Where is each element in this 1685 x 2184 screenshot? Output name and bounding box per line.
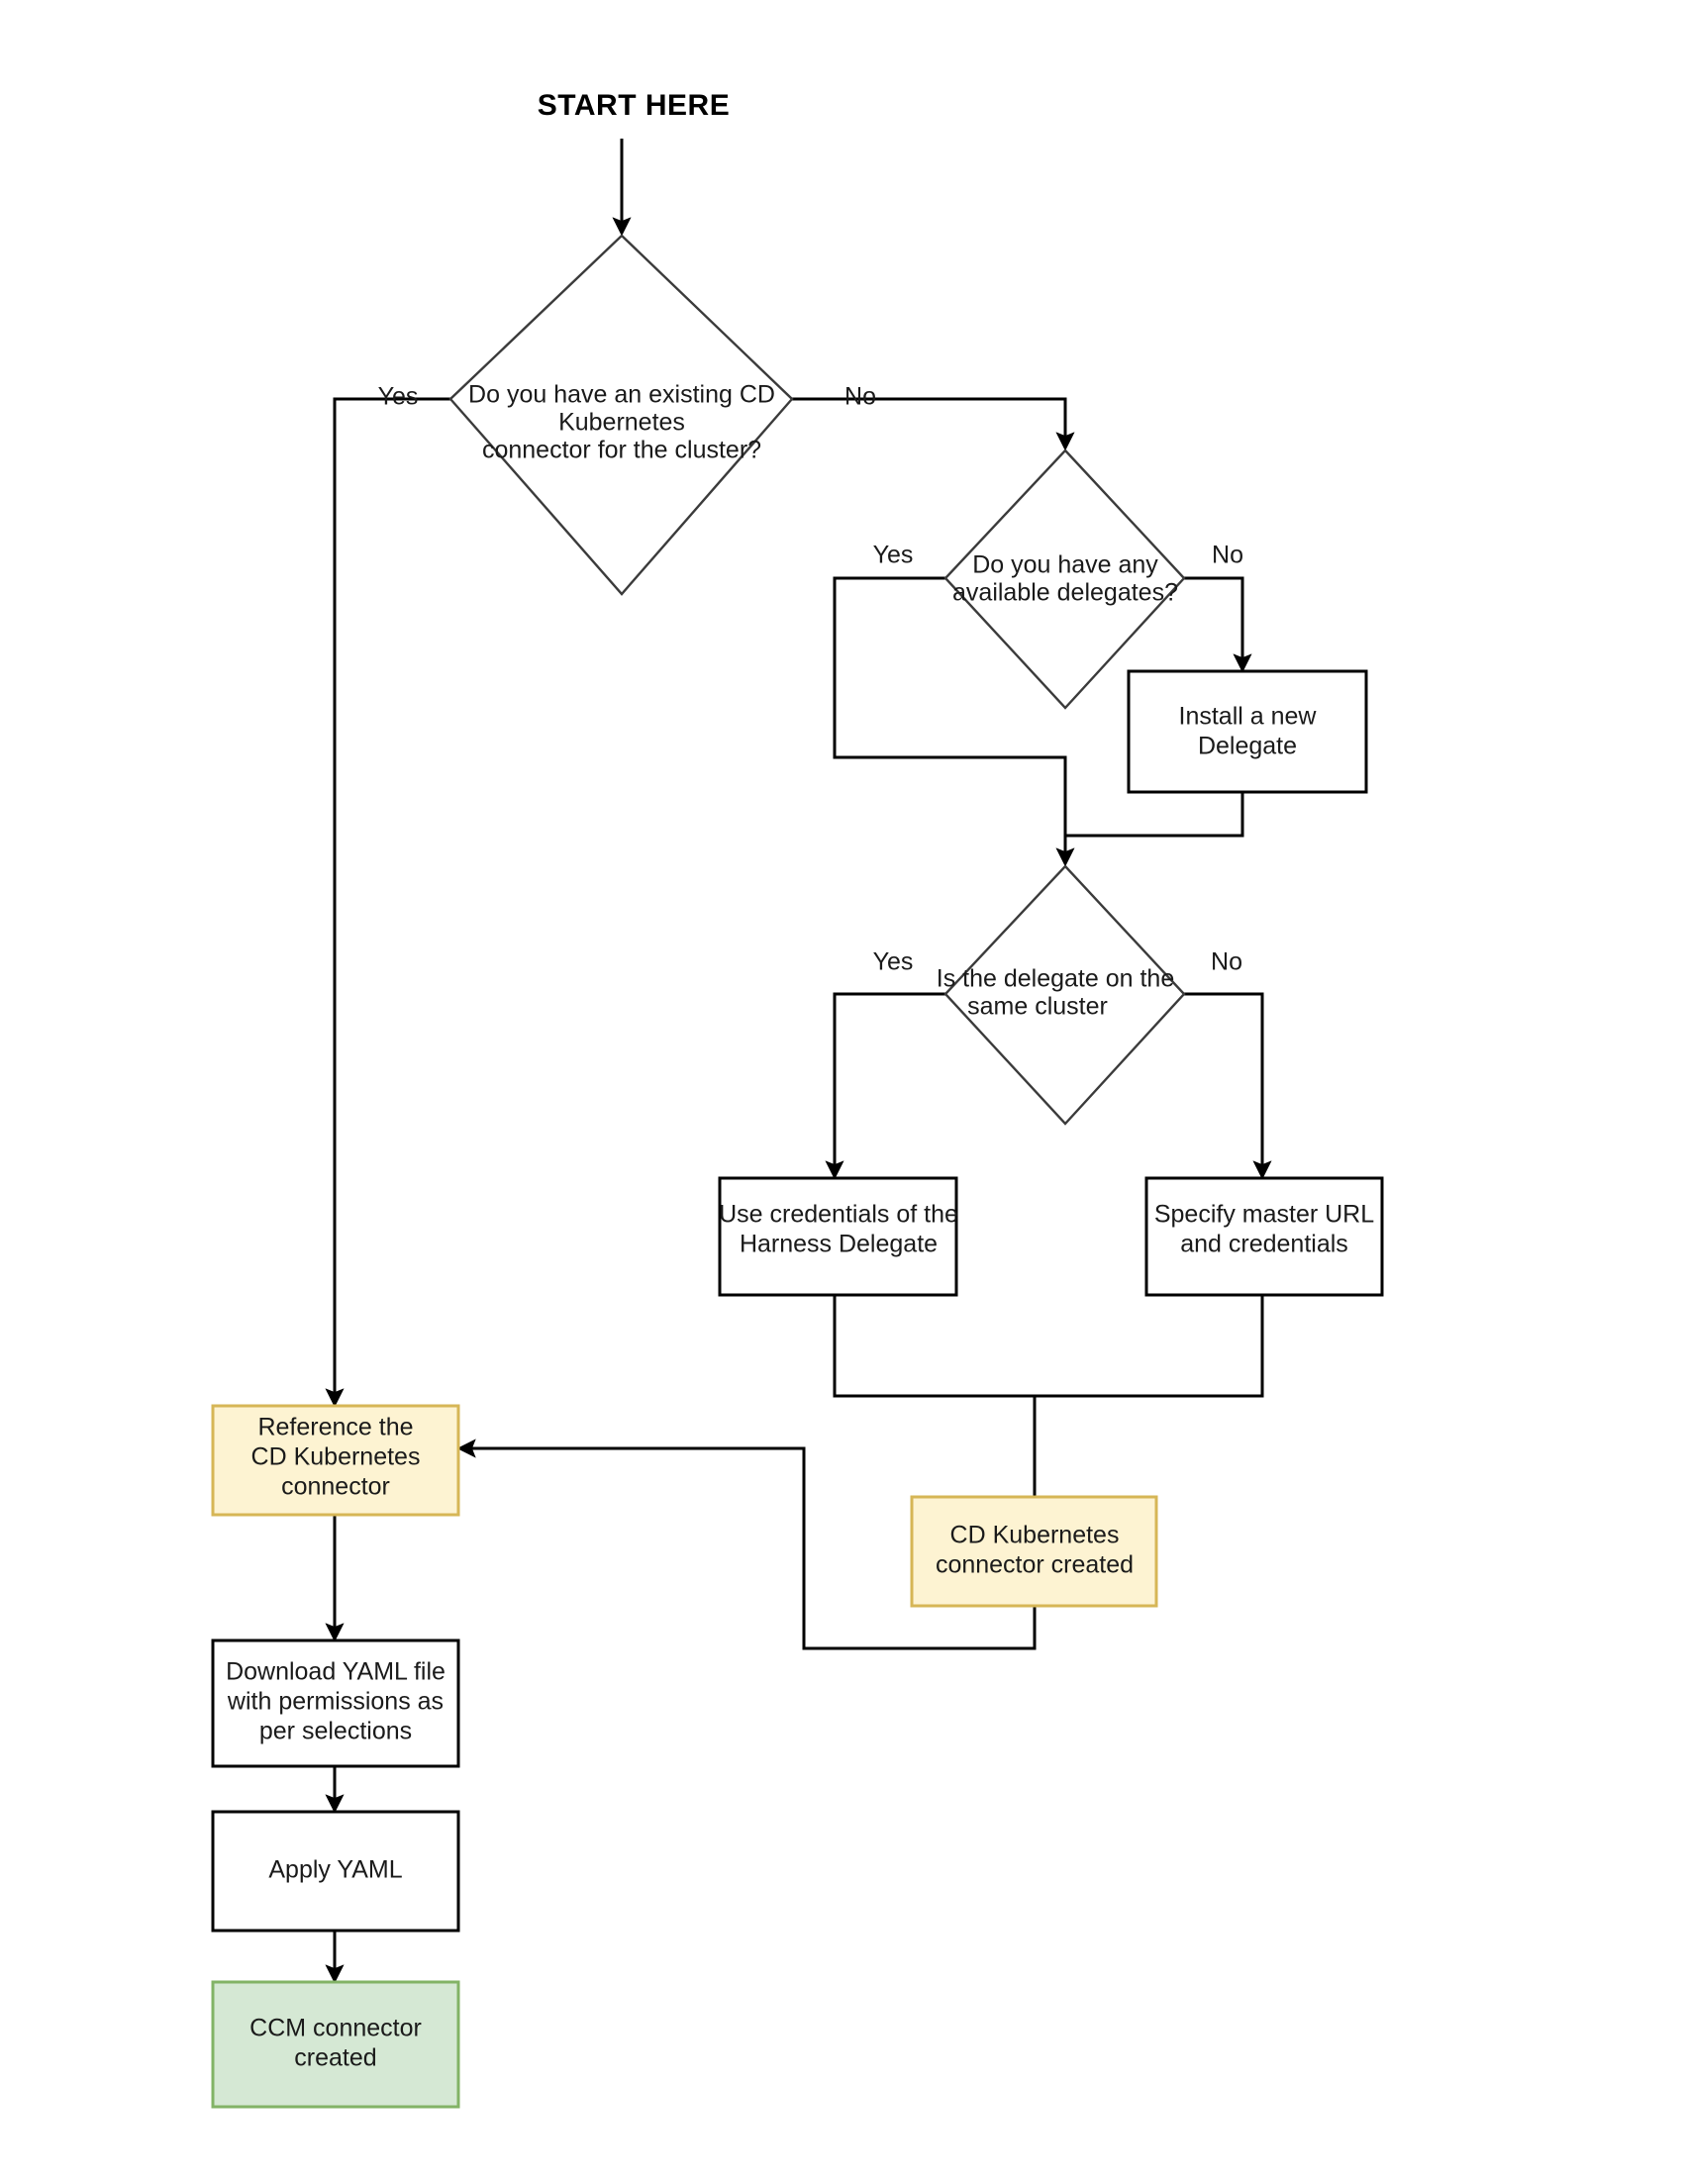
svg-text:Do you have any: Do you have any — [972, 551, 1158, 579]
ccm-connector-created-box — [211, 1980, 460, 2109]
node-download-yaml[interactable]: Download YAML file with permissions as p… — [211, 1638, 460, 1768]
svg-text:CCM connector: CCM connector — [249, 2015, 422, 2042]
node-specify-master-url[interactable]: Specify master URL and credentials — [1144, 1176, 1384, 1297]
cd-connector-created-box — [910, 1495, 1158, 1608]
node-reference-cd-connector[interactable]: Reference the CD Kubernetes connector — [211, 1404, 460, 1517]
svg-text:connector for the cluster?: connector for the cluster? — [482, 437, 761, 464]
svg-text:Harness Delegate: Harness Delegate — [740, 1231, 938, 1258]
decision2-diamond — [943, 448, 1186, 710]
node-install-new-delegate[interactable]: Install a new Delegate — [1127, 669, 1368, 794]
install-delegate-box — [1127, 669, 1368, 794]
svg-text:Is the delegate on the: Is the delegate on the — [937, 965, 1174, 993]
reference-connector-box — [211, 1404, 460, 1517]
specify-master-url-box — [1144, 1176, 1384, 1297]
svg-text:Do you have an existing CD: Do you have an existing CD — [468, 381, 775, 409]
svg-text:START HERE: START HERE — [538, 89, 730, 122]
svg-text:Specify master URL: Specify master URL — [1154, 1201, 1374, 1229]
use-credentials-box — [718, 1176, 958, 1297]
decision1-diamond — [448, 234, 794, 596]
svg-text:Apply YAML: Apply YAML — [268, 1856, 402, 1884]
svg-text:CD Kubernetes: CD Kubernetes — [950, 1522, 1120, 1549]
node-ccm-connector-created[interactable]: CCM connector created — [211, 1980, 460, 2109]
svg-text:Reference the: Reference the — [257, 1414, 413, 1441]
node-apply-yaml[interactable]: Apply YAML — [211, 1810, 460, 1933]
edge-decision2-yes — [833, 576, 1075, 867]
svg-text:connector created: connector created — [936, 1551, 1134, 1579]
svg-text:Use credentials of the: Use credentials of the — [719, 1201, 958, 1229]
edge-specify-master-to-merge — [1035, 1294, 1264, 1398]
svg-text:per selections: per selections — [259, 1718, 412, 1745]
svg-text:connector: connector — [281, 1473, 390, 1501]
svg-text:and credentials: and credentials — [1180, 1231, 1348, 1258]
svg-text:available delegates?: available delegates? — [952, 579, 1178, 607]
decision-existing-cd-connector[interactable]: Do you have an existing CD Kubernetes co… — [448, 234, 794, 596]
edge-label-decision1-no: No — [844, 383, 876, 411]
svg-text:Download YAML file: Download YAML file — [226, 1658, 446, 1686]
download-yaml-box — [211, 1638, 460, 1768]
node-cd-connector-created[interactable]: CD Kubernetes connector created — [910, 1495, 1158, 1608]
svg-text:CD Kubernetes: CD Kubernetes — [251, 1443, 421, 1471]
edge-decision3-yes — [825, 992, 945, 1180]
edge-install-delegate-to-decision3 — [1065, 792, 1244, 838]
edge-decision2-no — [1184, 576, 1252, 673]
svg-text:with permissions as: with permissions as — [227, 1688, 444, 1716]
decision-available-delegates[interactable]: Do you have any available delegates? — [943, 448, 1186, 710]
edge-decision3-no — [1184, 992, 1272, 1180]
edge-cd-created-to-reference — [456, 1439, 1037, 1650]
edge-label-decision1-yes: Yes — [378, 383, 419, 411]
svg-text:created: created — [294, 2044, 376, 2072]
decision-delegate-same-cluster[interactable]: Is the delegate on the same cluster — [937, 864, 1186, 1126]
edge-decision1-no — [792, 397, 1075, 451]
edge-decision1-yes — [325, 397, 450, 1408]
svg-text:Delegate: Delegate — [1198, 733, 1297, 760]
decision3-diamond — [943, 864, 1186, 1126]
svg-text:Kubernetes: Kubernetes — [558, 409, 685, 437]
edge-label-decision3-no: No — [1211, 948, 1242, 976]
apply-yaml-box — [211, 1810, 460, 1933]
edge-label-decision3-yes: Yes — [873, 948, 914, 976]
start-here-label: START HERE — [538, 89, 730, 122]
edge-label-decision2-yes: Yes — [873, 542, 914, 569]
svg-text:Install a new: Install a new — [1179, 703, 1318, 731]
edge-use-creds-to-merge — [833, 1294, 1035, 1398]
node-use-delegate-credentials[interactable]: Use credentials of the Harness Delegate — [718, 1176, 958, 1297]
svg-text:same cluster: same cluster — [967, 993, 1108, 1021]
edge-label-decision2-no: No — [1212, 542, 1243, 569]
